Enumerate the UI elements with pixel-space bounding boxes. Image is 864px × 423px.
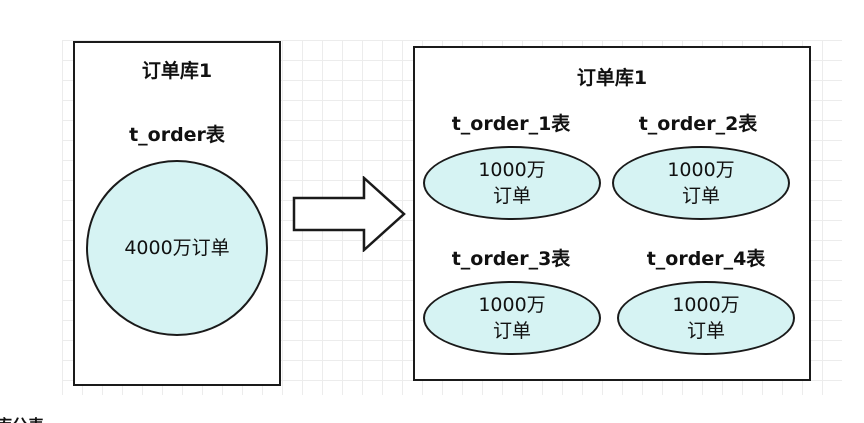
table-2-label: t_order_2表 (638, 113, 758, 135)
table-3-ellipse: 1000万 订单 (423, 281, 601, 355)
table-4-label: t_order_4表 (646, 248, 766, 270)
table-4-count: 1000万 (672, 294, 740, 316)
left-table-label: t_order表 (129, 124, 225, 146)
table-3-label: t_order_3表 (451, 248, 571, 270)
table-4-ellipse: 1000万 订单 (617, 281, 795, 355)
table-4-unit: 订单 (686, 320, 725, 342)
left-table-ellipse: 4000万订单 (86, 160, 268, 336)
table-2-ellipse: 1000万 订单 (612, 146, 790, 220)
table-1-ellipse: 1000万 订单 (423, 146, 601, 220)
right-database-title: 订单库1 (576, 67, 648, 89)
table-2-count: 1000万 (667, 159, 735, 181)
table-3-unit: 订单 (492, 320, 531, 342)
left-database-title: 订单库1 (141, 60, 213, 82)
table-1-count: 1000万 (478, 159, 546, 181)
left-table-content: 4000万订单 (124, 237, 230, 259)
table-1-unit: 订单 (492, 185, 531, 207)
table-1-label: t_order_1表 (451, 113, 571, 135)
right-arrow-icon (292, 176, 406, 252)
footer-caption: 库分表 (0, 412, 44, 423)
table-3-count: 1000万 (478, 294, 546, 316)
table-2-unit: 订单 (681, 185, 720, 207)
